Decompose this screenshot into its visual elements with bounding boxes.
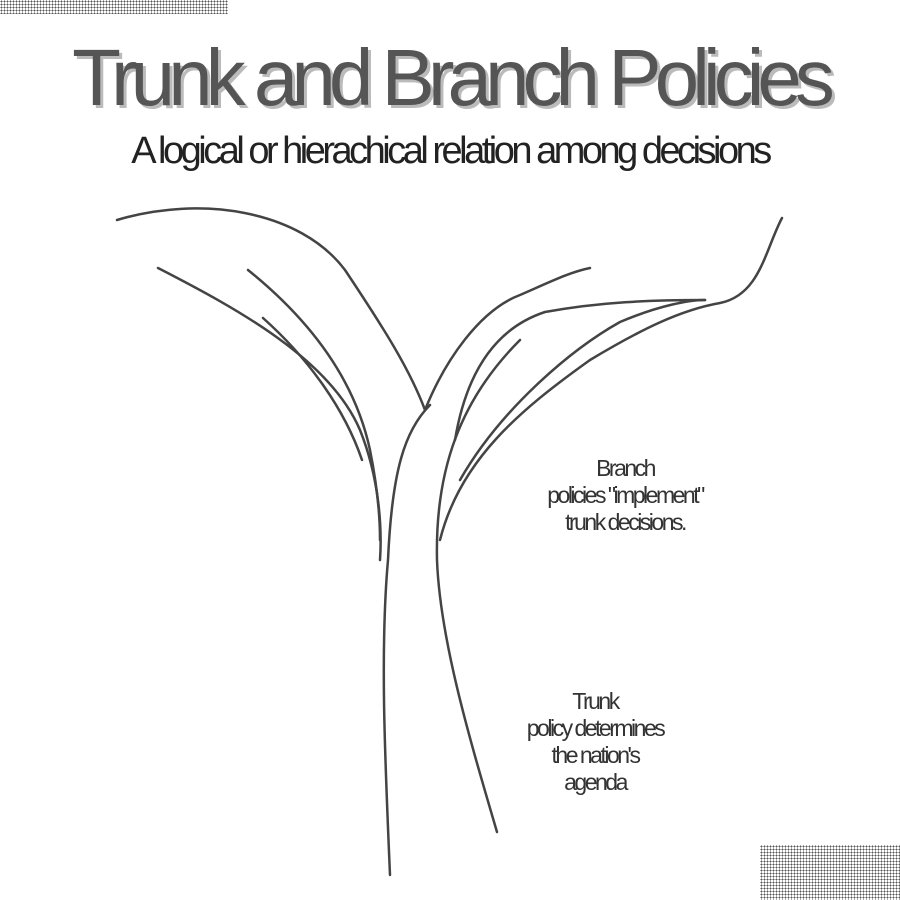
branch-right-1 [458,298,707,482]
branch-center-2 [453,298,707,442]
trunk-left-line [382,403,432,877]
dither-block-bottom [760,845,900,900]
trunk-note-line: Trunk [572,688,620,714]
branch-note-line: Branch [596,455,656,481]
branch-note-line: policies "implement" [547,482,705,508]
branch-left-3 [261,316,364,462]
branch-left-2 [246,268,382,542]
diagram-subtitle: A logical or hierachical relation among … [131,130,772,172]
trunk-policy-note: Trunk policy determines the nation's age… [490,688,700,796]
branch-left-1 [156,266,382,562]
trunk-note-line: the nation's [551,742,641,768]
trunk-right-line [435,338,522,834]
branch-left-outer [115,207,427,412]
trunk-note-line: policy determines [526,715,666,741]
branch-right-outer [438,216,784,542]
dither-bar-top [0,0,228,14]
branch-center-1 [423,266,592,412]
diagram-title: Trunk and Branch Policies [72,33,835,122]
branch-note-line: trunk decisions. [565,509,687,535]
trunk-note-line: agenda [564,769,628,795]
branch-policy-note: Branch policies "implement" trunk decisi… [520,455,730,536]
